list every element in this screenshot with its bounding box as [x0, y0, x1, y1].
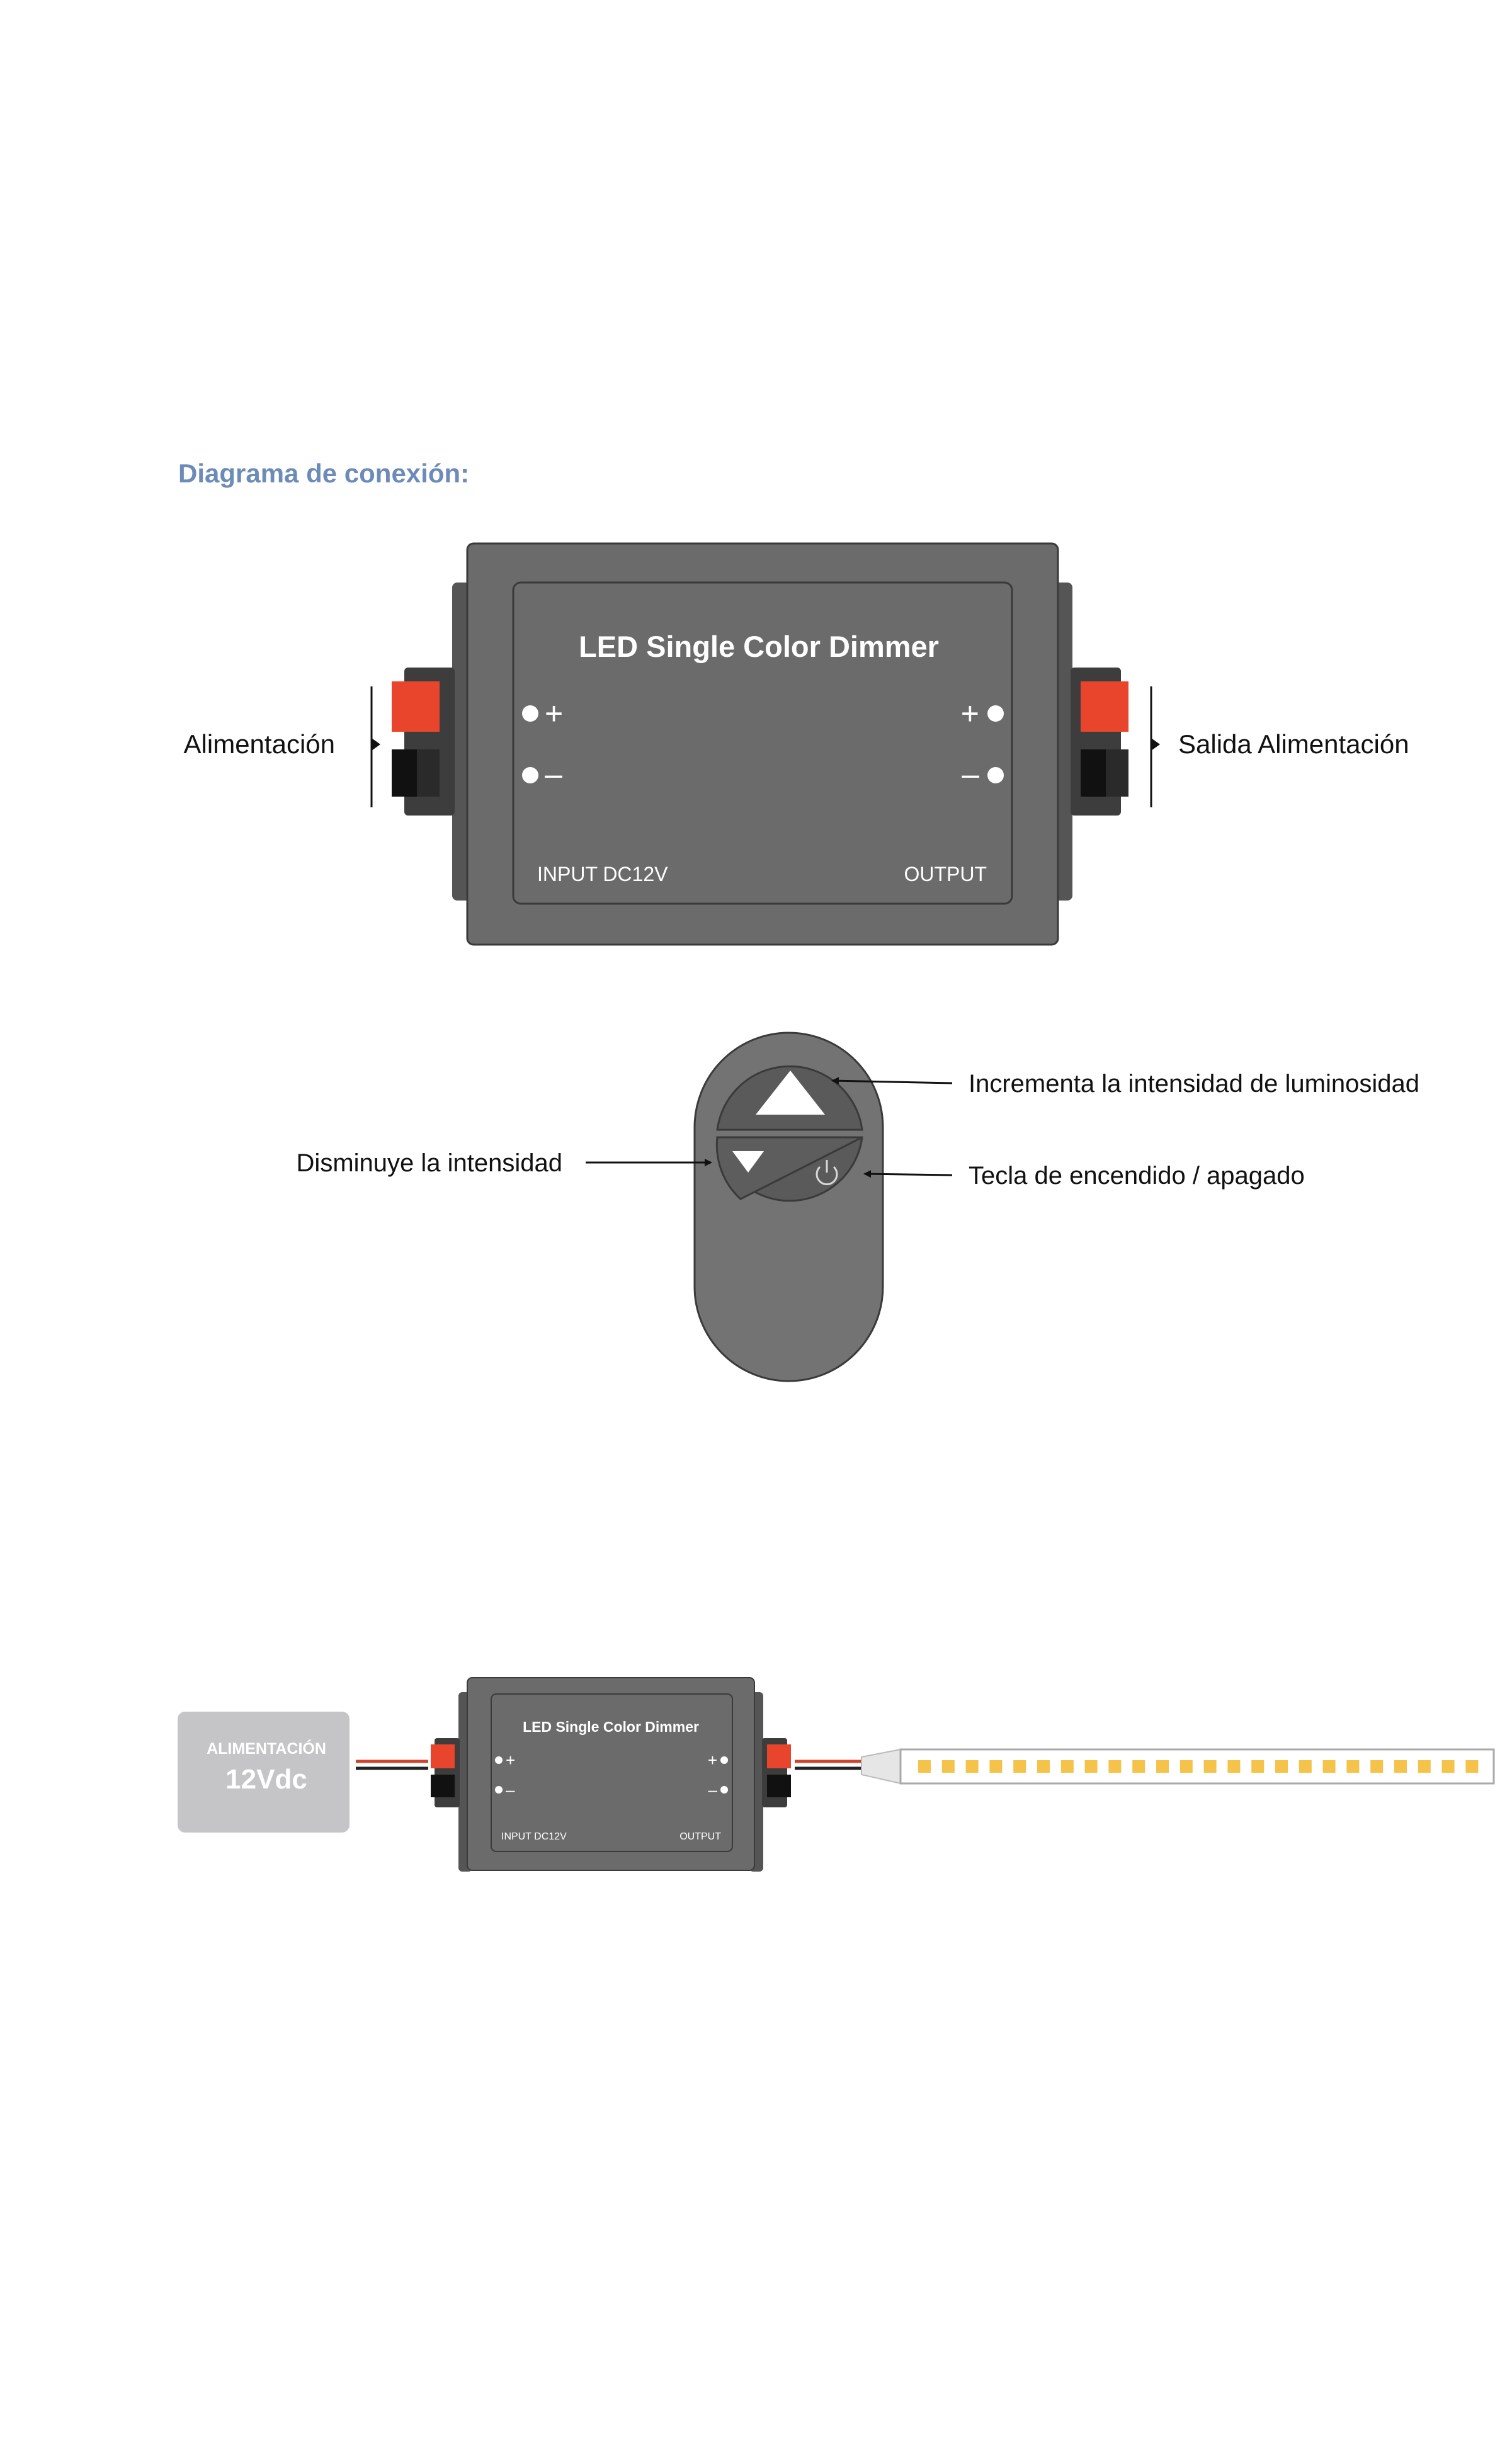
small-output-label: OUTPUT: [679, 1831, 721, 1842]
led-chip: [1275, 1760, 1288, 1773]
led-chip: [965, 1760, 979, 1773]
output-plus-sign: +: [961, 696, 979, 731]
power-callout-label: Tecla de encendido / apagado: [969, 1162, 1305, 1190]
output-minus-sign: –: [962, 756, 979, 792]
output-plus-dot: [987, 705, 1004, 722]
small-dimmer: LED Single Color Dimmer + – + – INPUT DC…: [431, 1677, 791, 1872]
led-chip: [1322, 1760, 1336, 1773]
small-input-minus: –: [506, 1780, 515, 1799]
input-minus-sign: –: [545, 756, 562, 792]
decrease-callout-label: Disminuye la intensidad: [297, 1149, 562, 1177]
output-callout-label: Salida Alimentación: [1178, 729, 1409, 759]
down-arrow-icon: [732, 1151, 764, 1173]
led-chip: [1394, 1760, 1407, 1773]
power-supply-label: ALIMENTACIÓN: [207, 1739, 326, 1758]
small-output-minus: –: [708, 1780, 718, 1799]
led-strip-connector: [861, 1748, 901, 1785]
input-plus-sign: +: [545, 696, 563, 731]
input-plus-dot: [522, 705, 538, 722]
led-chip: [1370, 1760, 1384, 1773]
led-strip: [861, 1748, 1495, 1785]
power-callout: Tecla de encendido / apagado: [863, 1162, 1305, 1190]
dimmer-unit: LED Single Color Dimmer + – + – INPUT DC…: [392, 542, 1128, 946]
small-input-label: INPUT DC12V: [501, 1831, 567, 1842]
input-minus-dot: [522, 767, 538, 783]
increase-callout: Incrementa la intensidad de luminosidad: [831, 1070, 1419, 1098]
dimmer-title: LED Single Color Dimmer: [579, 630, 939, 663]
led-chip: [1227, 1760, 1241, 1773]
dimmer-label-panel: [512, 581, 1013, 905]
led-chip: [1013, 1760, 1026, 1773]
small-input-plus: +: [506, 1751, 515, 1770]
input-wires: [356, 1760, 428, 1770]
led-chip: [1251, 1760, 1265, 1773]
decrease-callout: Disminuye la intensidad: [297, 1149, 712, 1177]
led-chip: [1179, 1760, 1193, 1773]
led-chip: [1060, 1760, 1074, 1773]
led-chip: [1418, 1760, 1431, 1773]
power-supply-voltage: 12Vdc: [225, 1764, 307, 1795]
led-chip: [1441, 1760, 1455, 1773]
led-chip: [918, 1760, 931, 1773]
power-supply-box: [178, 1712, 350, 1833]
section-title: Diagrama de conexión:: [178, 458, 470, 488]
led-chip: [1084, 1760, 1098, 1773]
led-chip: [1156, 1760, 1169, 1773]
output-wires: [795, 1760, 863, 1770]
output-callout: Salida Alimentación: [1150, 686, 1409, 807]
small-output-plus: +: [708, 1751, 717, 1770]
led-chip: [941, 1760, 955, 1773]
output-connector: [1071, 668, 1128, 816]
led-chip: [1037, 1760, 1050, 1773]
power-supply: ALIMENTACIÓN 12Vdc: [178, 1712, 350, 1833]
input-callout: Alimentación: [184, 686, 380, 807]
led-chip: [1203, 1760, 1217, 1773]
small-dimmer-title: LED Single Color Dimmer: [523, 1719, 699, 1735]
led-chip: [1346, 1760, 1360, 1773]
remote-control: [693, 1032, 884, 1382]
led-chip: [1299, 1760, 1312, 1773]
led-chip: [1132, 1760, 1145, 1773]
led-chip: [1465, 1760, 1479, 1773]
increase-callout-label: Incrementa la intensidad de luminosidad: [969, 1070, 1419, 1098]
input-callout-label: Alimentación: [184, 729, 335, 759]
input-dc12v-label: INPUT DC12V: [537, 863, 668, 885]
output-label: OUTPUT: [904, 863, 987, 885]
led-chip: [989, 1760, 1003, 1773]
input-connector: [392, 668, 455, 816]
led-chip: [1108, 1760, 1122, 1773]
power-icon: [816, 1160, 838, 1186]
output-connector-red: [1081, 681, 1128, 732]
input-connector-red: [392, 681, 440, 732]
output-minus-dot: [987, 767, 1004, 783]
led-chips: [918, 1760, 1479, 1773]
up-arrow-icon: [756, 1071, 825, 1115]
